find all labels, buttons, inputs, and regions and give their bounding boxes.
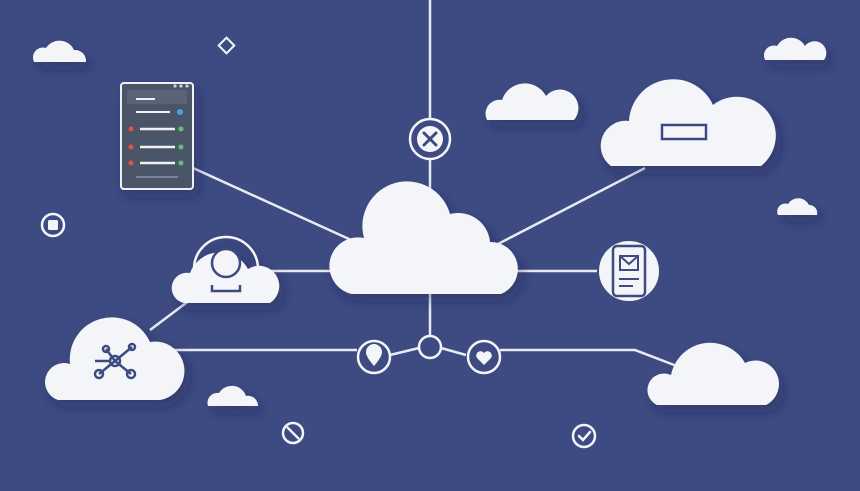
check-icon [571,423,597,449]
small-cloud-right [777,198,818,215]
network-icon [93,342,137,380]
mail-icon [619,255,639,271]
stop-icon [40,212,66,238]
user-ring [192,235,260,303]
line-right-bottom [500,348,683,370]
location-pin-icon [356,339,392,375]
server-rack [120,82,194,190]
central-cloud [329,181,518,294]
line-pin-joint [389,346,420,357]
junction-node [417,334,443,360]
heart-icon [466,339,502,375]
cloud-with-display [600,79,776,166]
line-heart-joint [440,346,467,357]
small-cloud-bottom-left [207,385,259,406]
line-display-cloud [497,166,646,246]
mobile-message-device [597,239,661,303]
small-cloud-top-left [32,40,87,62]
network-hub-cloud [45,317,185,400]
user-profile-cloud [171,235,280,303]
display-icon [660,123,708,141]
line-server [192,166,361,246]
cloud-mid-top [485,83,579,120]
small-cloud-top-right [763,37,827,60]
led-red [128,126,134,132]
cancel-icon [281,421,305,445]
cloud-right-lower [647,342,779,405]
line-hub-to-user [149,299,191,331]
connection-lines [149,0,683,370]
close-icon [408,117,452,161]
user-icon [210,247,242,279]
user-body [210,285,242,293]
led-green [178,126,184,132]
led-blue [177,109,183,115]
diamond-icon [217,36,236,55]
